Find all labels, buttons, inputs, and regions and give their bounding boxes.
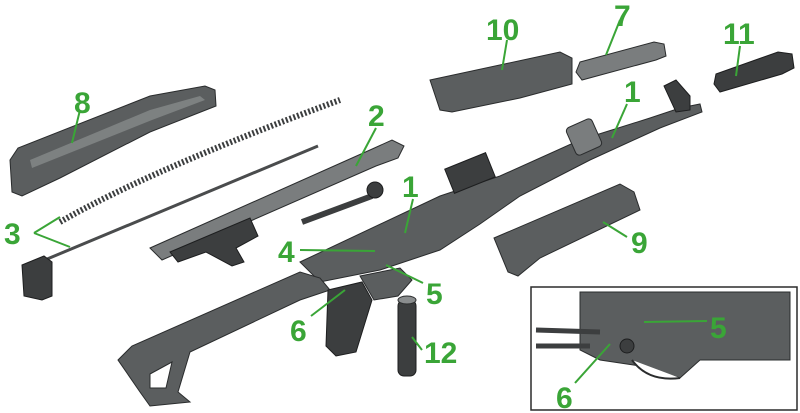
callout-1-barrel: 1: [624, 76, 641, 109]
callout-3: 3: [4, 218, 21, 251]
part-receiver-barrel: [299, 79, 703, 283]
part-upper-handguard: [429, 51, 573, 113]
part-bolt: [300, 181, 384, 225]
inset-detail: [530, 286, 798, 411]
part-folding-stock: [117, 271, 331, 407]
part-muzzle-device: [713, 51, 795, 93]
part-recoil-spring-assembly: [21, 97, 342, 301]
part-cleaning-kit-tube: [397, 295, 417, 377]
part-bolt-carrier: [149, 139, 405, 267]
callout-9: 9: [631, 227, 648, 260]
callout-11: 11: [723, 18, 755, 51]
callout-6: 6: [290, 315, 307, 348]
callout-2: 2: [368, 100, 385, 133]
part-gas-tube: [575, 41, 667, 81]
callout-7: 7: [614, 0, 631, 33]
part-lower-handguard: [493, 183, 641, 277]
callout-labels: 1 1 2 3 4 5 5 6 6 7 8 9 10 11 12: [4, 0, 755, 413]
callout-1-receiver: 1: [402, 171, 419, 204]
callout-10: 10: [486, 14, 519, 47]
callout-4: 4: [278, 236, 295, 269]
part-dust-cover: [9, 85, 217, 197]
callout-5-inset: 5: [710, 312, 727, 345]
callout-5: 5: [426, 278, 443, 311]
callout-leaders: [33, 19, 741, 384]
callout-12: 12: [424, 337, 457, 370]
callout-8: 8: [74, 87, 91, 120]
callout-6-inset: 6: [556, 382, 573, 413]
